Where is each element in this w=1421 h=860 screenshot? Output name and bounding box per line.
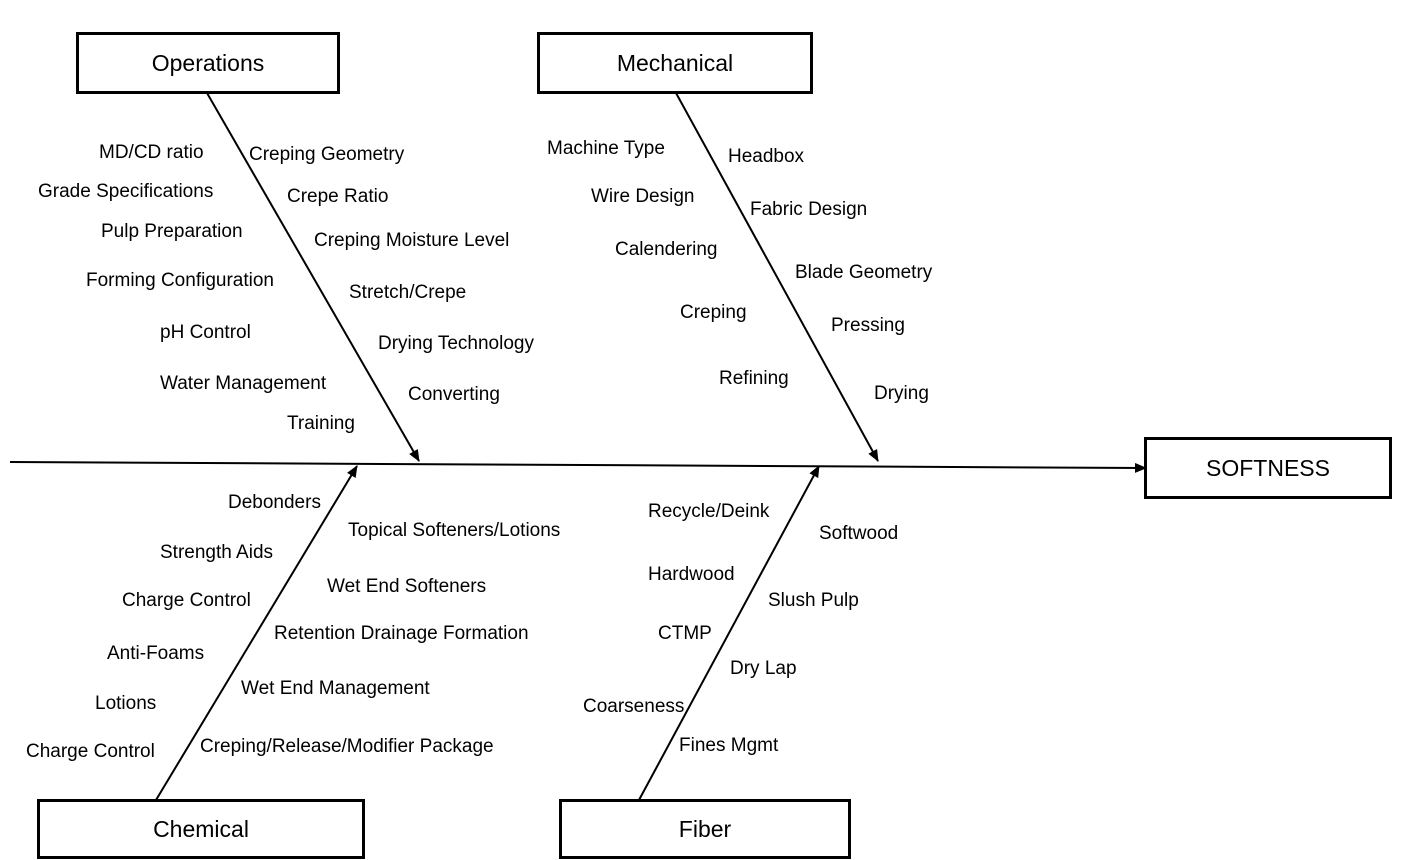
cause-label: Topical Softeners/Lotions xyxy=(348,520,561,541)
cause-label: Hardwood xyxy=(648,564,735,585)
cause-label: Pulp Preparation xyxy=(101,221,243,242)
cause-label: Creping Geometry xyxy=(249,144,405,165)
cause-label: CTMP xyxy=(658,623,712,644)
cause-label: Blade Geometry xyxy=(795,262,933,283)
operations-category-box: Operations xyxy=(76,32,340,94)
cause-label: Pressing xyxy=(831,315,905,336)
cause-label: MD/CD ratio xyxy=(99,142,204,163)
cause-label: Calendering xyxy=(615,239,718,260)
cause-label: Recycle/Deink xyxy=(648,501,770,522)
cause-label: Crepe Ratio xyxy=(287,186,389,207)
cause-label: Headbox xyxy=(728,146,805,167)
chemical-category-box: Chemical xyxy=(37,799,365,859)
fiber-category-box: Fiber xyxy=(559,799,851,859)
cause-label: Retention Drainage Formation xyxy=(274,623,529,644)
cause-label: Drying Technology xyxy=(378,333,534,354)
mechanical-bone xyxy=(675,92,879,462)
cause-label: Charge Control xyxy=(122,590,251,611)
fiber-bone xyxy=(638,465,820,801)
cause-label: Stretch/Crepe xyxy=(349,282,467,303)
cause-label: Charge Control xyxy=(26,741,155,762)
cause-label: Coarseness xyxy=(583,696,685,717)
spine-line xyxy=(9,461,1147,473)
cause-label: Fabric Design xyxy=(750,199,868,220)
cause-label: Creping Moisture Level xyxy=(314,230,510,251)
cause-label: Converting xyxy=(408,384,500,405)
cause-label: Forming Configuration xyxy=(86,270,274,291)
cause-label: Drying xyxy=(874,383,929,404)
cause-label: Training xyxy=(287,413,355,434)
cause-label: Wet End Management xyxy=(241,678,430,699)
cause-label: Water Management xyxy=(160,373,327,394)
operations-bone xyxy=(206,92,420,462)
cause-label: Dry Lap xyxy=(730,658,797,679)
cause-label: Debonders xyxy=(228,492,321,513)
cause-label: Creping/Release/Modifier Package xyxy=(200,736,494,757)
chemical-bone xyxy=(155,465,358,801)
cause-label: Grade Specifications xyxy=(38,181,214,202)
mechanical-category-box: Mechanical xyxy=(537,32,813,94)
cause-label: Wet End Softeners xyxy=(327,576,487,597)
cause-label: Fines Mgmt xyxy=(679,735,779,756)
cause-label: Refining xyxy=(719,368,789,389)
cause-label: Creping xyxy=(680,302,747,323)
effect-box: SOFTNESS xyxy=(1144,437,1392,499)
cause-label: Strength Aids xyxy=(160,542,274,563)
cause-label: Slush Pulp xyxy=(768,590,859,611)
cause-label: Lotions xyxy=(95,693,157,714)
cause-label: Anti-Foams xyxy=(107,643,205,664)
cause-label: pH Control xyxy=(160,322,251,343)
cause-label: Wire Design xyxy=(591,186,695,207)
cause-label: Machine Type xyxy=(547,138,665,159)
cause-label: Softwood xyxy=(819,523,899,544)
